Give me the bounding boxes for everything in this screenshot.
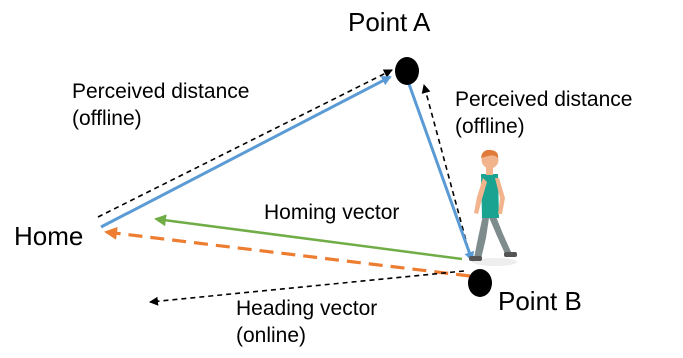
heading-vector-arrow bbox=[104, 226, 471, 278]
perceived-distance-left-text: Perceived distance bbox=[72, 80, 250, 103]
perceived-distance-left-mode: (offline) bbox=[72, 107, 142, 131]
perceived-distance-left-line bbox=[97, 69, 393, 218]
homing-vector-label: Homing vector bbox=[264, 201, 400, 224]
point-a-marker bbox=[395, 57, 419, 85]
perceived-distance-right-label: Perceived distance (offline) bbox=[455, 86, 632, 141]
heading-vector-mode: (online) bbox=[236, 324, 307, 348]
outbound-path-a-to-b bbox=[407, 83, 475, 262]
point-b-label: Point B bbox=[498, 286, 582, 316]
heading-vector-text: Heading vector bbox=[236, 297, 378, 320]
heading-vector-label: Heading vector (online) bbox=[236, 295, 377, 350]
perceived-distance-left-label: Perceived distance (offline) bbox=[72, 78, 249, 133]
point-b-marker bbox=[468, 269, 492, 297]
perceived-distance-right-mode: (offline) bbox=[455, 115, 525, 139]
outbound-path-home-to-a bbox=[100, 75, 392, 229]
heading-vector-online-arrow bbox=[149, 270, 465, 306]
perceived-distance-right-text: Perceived distance bbox=[455, 88, 633, 111]
homing-vector-arrow bbox=[154, 214, 463, 261]
walking-person-icon bbox=[469, 149, 517, 266]
perceived-distance-right-line bbox=[421, 84, 469, 249]
point-a-label: Point A bbox=[348, 7, 431, 37]
home-label: Home bbox=[14, 221, 84, 251]
